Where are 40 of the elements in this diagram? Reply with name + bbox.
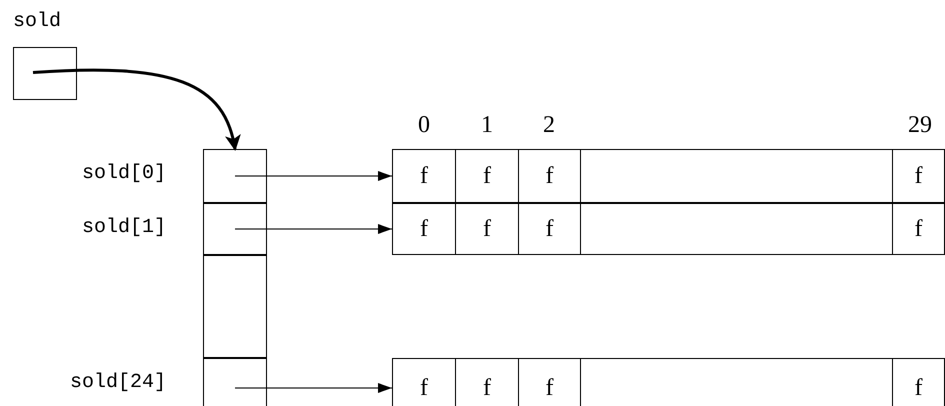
cell-value: f xyxy=(483,374,491,402)
cell-value: f xyxy=(483,162,491,190)
arrow xyxy=(234,383,392,393)
element-label: sold[24] xyxy=(70,371,166,394)
arrow xyxy=(234,171,392,181)
cell-value: f xyxy=(914,162,922,190)
arrow xyxy=(32,68,240,151)
array-cell xyxy=(455,203,519,255)
cell-value: f xyxy=(546,216,554,242)
variable-name: sold xyxy=(13,10,62,33)
array-row xyxy=(392,149,945,203)
cell-value: f xyxy=(420,374,428,402)
cell-value: f xyxy=(914,216,922,242)
array-cell xyxy=(518,149,581,203)
array-row xyxy=(392,358,945,406)
cell-value: f xyxy=(420,216,428,242)
array-cell xyxy=(455,149,519,203)
cell-value: f xyxy=(546,162,554,190)
element-label: sold[0] xyxy=(82,162,166,185)
column-index: 1 xyxy=(481,112,493,139)
array-cell xyxy=(392,149,456,203)
array-cell xyxy=(392,358,456,406)
array-cell xyxy=(892,203,945,255)
array-cell xyxy=(892,358,945,406)
cell-value: f xyxy=(914,374,922,402)
column-index: 0 xyxy=(418,112,430,139)
array-cell xyxy=(892,149,945,203)
arrow xyxy=(234,224,392,234)
column-index: 2 xyxy=(543,112,555,139)
array-cell xyxy=(580,203,893,255)
array-row xyxy=(392,203,945,255)
array-cell xyxy=(518,203,581,255)
array-cell xyxy=(392,203,456,255)
column-index: 29 xyxy=(908,112,932,139)
cell-value: f xyxy=(483,216,491,242)
element-label: sold[1] xyxy=(82,216,166,239)
cell-value: f xyxy=(420,162,428,190)
array-cell xyxy=(580,149,893,203)
cell-value: f xyxy=(546,374,554,402)
array-cell xyxy=(203,255,267,358)
